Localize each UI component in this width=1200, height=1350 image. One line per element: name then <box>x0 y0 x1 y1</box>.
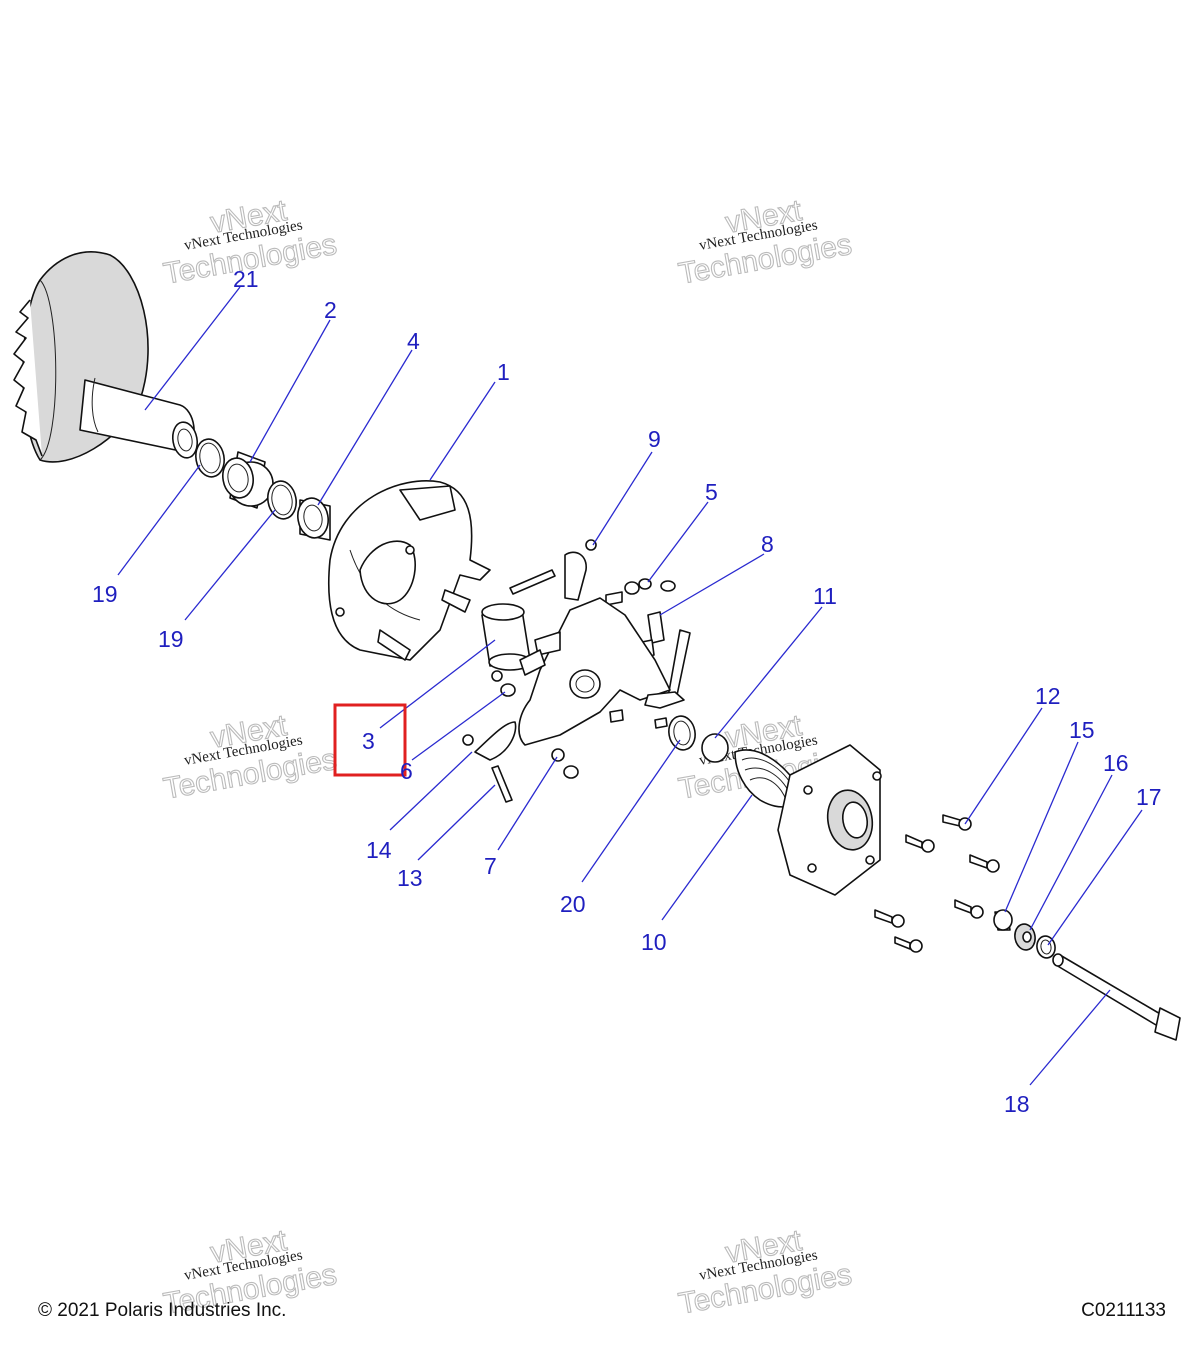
callout-14[interactable]: 14 <box>366 837 392 863</box>
callout-19b[interactable]: 19 <box>158 626 184 652</box>
leader-11 <box>714 606 823 739</box>
part-nut-9 <box>585 539 597 551</box>
callout-1[interactable]: 1 <box>497 359 510 385</box>
leader-9 <box>592 451 653 546</box>
leader-2 <box>249 319 331 463</box>
callout-19a[interactable]: 19 <box>92 581 118 607</box>
callout-10[interactable]: 10 <box>641 929 667 955</box>
watermark-bottom-right: vNext vNext Technologies Technologies <box>676 1223 855 1321</box>
watermark-mid-left: vNext vNext Technologies Technologies <box>161 708 340 806</box>
callout-15[interactable]: 15 <box>1069 717 1095 743</box>
callout-18[interactable]: 18 <box>1004 1091 1030 1117</box>
callout-8[interactable]: 8 <box>761 531 774 557</box>
part-spider <box>518 597 685 746</box>
leader-16 <box>1029 774 1113 931</box>
leader-18 <box>1029 989 1111 1086</box>
watermark-top-right: vNext vNext Technologies Technologies <box>676 193 855 291</box>
part-bushing-6 <box>491 670 516 697</box>
part-bushing-3 <box>481 603 532 671</box>
leader-19b <box>184 509 276 621</box>
part-bolt <box>969 854 1000 873</box>
part-bolt <box>894 936 923 953</box>
part-weight-5 <box>509 551 676 606</box>
leader-4 <box>317 349 413 506</box>
leader-7 <box>497 756 558 851</box>
callout-12[interactable]: 12 <box>1035 683 1061 709</box>
part-movable-sheave <box>327 480 491 661</box>
part-bolt <box>874 909 905 928</box>
callout-6[interactable]: 6 <box>400 758 413 784</box>
part-washer-16 <box>1014 923 1036 951</box>
callout-2[interactable]: 2 <box>324 297 337 323</box>
part-bushing-4 <box>297 497 331 541</box>
callout-4[interactable]: 4 <box>407 328 420 354</box>
part-bolt <box>954 899 984 919</box>
leader-6 <box>411 691 506 761</box>
copyright-notice: © 2021 Polaris Industries Inc. <box>38 1300 287 1321</box>
leader-1 <box>429 381 496 481</box>
callout-3[interactable]: 3 <box>362 728 375 754</box>
part-cover <box>777 744 882 896</box>
part-fixed-sheave <box>13 251 199 463</box>
leader-19a <box>117 464 201 576</box>
leader-15 <box>1004 741 1079 913</box>
leader-8 <box>659 553 765 616</box>
callout-21[interactable]: 21 <box>233 266 259 292</box>
leader-20 <box>581 739 681 883</box>
callout-16[interactable]: 16 <box>1103 750 1129 776</box>
part-bolt-12 <box>942 814 972 831</box>
part-spring-10 <box>701 733 801 808</box>
leader-14 <box>389 751 473 831</box>
part-weight-14 <box>462 721 517 803</box>
part-bushing-2 <box>222 451 274 509</box>
callout-labels: 21 2 4 1 9 5 8 11 12 15 16 17 19 19 3 6 … <box>92 266 1162 1117</box>
part-bolt <box>905 834 935 853</box>
callout-11[interactable]: 11 <box>813 583 837 609</box>
part-o-ring <box>267 480 297 520</box>
leader-13 <box>417 784 496 861</box>
callout-9[interactable]: 9 <box>648 426 661 452</box>
leader-lines <box>117 286 1143 1086</box>
part-small-parts <box>609 709 668 729</box>
part-o-ring <box>195 438 225 478</box>
leader-12 <box>964 707 1043 825</box>
callout-7[interactable]: 7 <box>484 853 497 879</box>
highlight-box <box>333 703 407 777</box>
callout-5[interactable]: 5 <box>705 479 718 505</box>
leader-17 <box>1047 809 1143 946</box>
callout-13[interactable]: 13 <box>397 865 423 891</box>
part-bolt-18 <box>1052 953 1181 1041</box>
part-spacer-15 <box>993 909 1013 931</box>
callout-20[interactable]: 20 <box>560 891 586 917</box>
leader-21 <box>144 286 241 411</box>
leader-3 <box>379 639 496 729</box>
part-washer-20 <box>668 715 696 751</box>
callout-17[interactable]: 17 <box>1136 784 1162 810</box>
diagram-code: C0211133 <box>1081 1300 1166 1321</box>
part-roller-7 <box>519 649 579 779</box>
leader-5 <box>647 501 709 583</box>
leader-10 <box>661 794 753 921</box>
